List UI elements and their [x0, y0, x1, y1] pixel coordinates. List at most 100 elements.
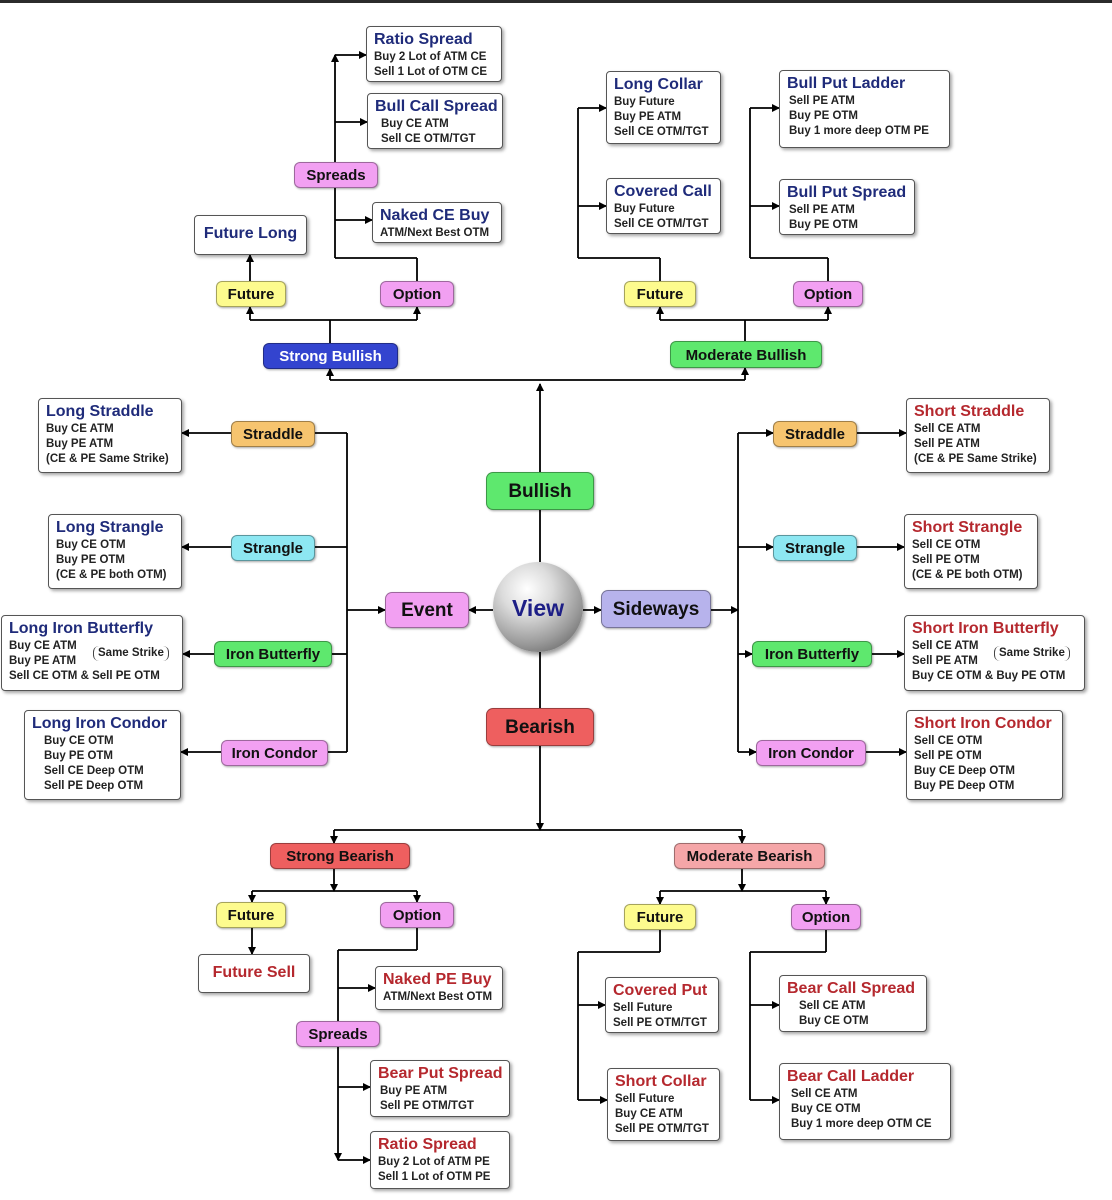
long-iron-butterfly-title: Long Iron Butterfly	[9, 620, 153, 637]
ratio-spread-ce-card[interactable]: Ratio Spread Buy 2 Lot of ATM CE Sell 1 …	[366, 26, 502, 82]
bear-call-spread-card[interactable]: Bear Call Spread Sell CE ATM Buy CE OTM	[779, 975, 927, 1032]
bull-call-spread-card[interactable]: Bull Call Spread Buy CE ATM Sell CE OTM/…	[367, 93, 503, 149]
bear-call-ladder-line-3: Buy 1 more deep OTM CE	[791, 1118, 932, 1130]
long-straddle-line-1: Buy CE ATM	[46, 423, 114, 435]
short-straddle-line-3: (CE & PE Same Strike)	[914, 453, 1037, 465]
naked-pe-buy-card[interactable]: Naked PE Buy ATM/Next Best OTM	[375, 966, 503, 1010]
sideways-iron-butterfly-node[interactable]: Iron Butterfly	[752, 641, 872, 667]
event-iron-condor-node[interactable]: Iron Condor	[221, 740, 328, 766]
ratio-spread-pe-card[interactable]: Ratio Spread Buy 2 Lot of ATM PE Sell 1 …	[370, 1131, 510, 1189]
strong-bearish-future-node[interactable]: Future	[216, 902, 286, 928]
long-strangle-line-2: Buy PE OTM	[56, 554, 126, 566]
short-strangle-line-1: Sell CE OTM	[912, 539, 981, 551]
long-iron-condor-line-2: Buy PE OTM	[44, 750, 114, 762]
long-strangle-line-1: Buy CE OTM	[56, 539, 126, 551]
strong-bearish-node[interactable]: Strong Bearish	[270, 843, 410, 869]
sideways-straddle-node[interactable]: Straddle	[773, 421, 857, 447]
moderate-bearish-node[interactable]: Moderate Bearish	[674, 843, 825, 869]
short-iron-butterfly-line-3: Buy CE OTM & Buy PE OTM	[912, 670, 1066, 682]
long-strangle-line-3: (CE & PE both OTM)	[56, 569, 167, 581]
moderate-bullish-option-node[interactable]: Option	[793, 281, 863, 307]
strong-bullish-option-node[interactable]: Option	[380, 281, 454, 307]
short-strangle-card[interactable]: Short Strangle Sell CE OTM Sell PE OTM (…	[904, 514, 1038, 589]
naked-ce-buy-title: Naked CE Buy	[380, 207, 490, 224]
sideways-iron-condor-node[interactable]: Iron Condor	[756, 740, 866, 766]
long-iron-condor-card[interactable]: Long Iron Condor Buy CE OTM Buy PE OTM S…	[24, 710, 181, 800]
bull-call-spread-title: Bull Call Spread	[375, 98, 498, 115]
bull-put-ladder-card[interactable]: Bull Put Ladder Sell PE ATM Buy PE OTM B…	[779, 70, 950, 148]
short-iron-butterfly-line-1: Sell CE ATM	[912, 640, 979, 652]
sideways-node[interactable]: Sideways	[601, 590, 711, 628]
future-sell-card[interactable]: Future Sell	[198, 954, 310, 993]
covered-call-card[interactable]: Covered Call Buy Future Sell CE OTM/TGT	[606, 178, 721, 234]
short-iron-butterfly-card[interactable]: Short Iron Butterfly Sell CE ATM Sell PE…	[904, 615, 1085, 691]
bear-put-spread-card[interactable]: Bear Put Spread Buy PE ATM Sell PE OTM/T…	[370, 1060, 510, 1117]
view-hub[interactable]: View	[493, 562, 583, 652]
long-iron-condor-title: Long Iron Condor	[32, 715, 168, 732]
long-strangle-title: Long Strangle	[56, 519, 164, 536]
long-iron-butterfly-card[interactable]: Long Iron Butterfly Buy CE ATM Buy PE AT…	[1, 615, 183, 691]
top-border	[0, 0, 1112, 3]
short-strangle-title: Short Strangle	[912, 519, 1023, 536]
strong-bullish-spreads-node[interactable]: Spreads	[294, 162, 378, 188]
covered-call-line-1: Buy Future	[614, 203, 675, 215]
long-straddle-line-3: (CE & PE Same Strike)	[46, 453, 169, 465]
event-node[interactable]: Event	[385, 592, 469, 628]
covered-put-card[interactable]: Covered Put Sell Future Sell PE OTM/TGT	[605, 977, 719, 1033]
event-straddle-node[interactable]: Straddle	[231, 421, 315, 447]
long-strangle-card[interactable]: Long Strangle Buy CE OTM Buy PE OTM (CE …	[48, 514, 182, 589]
moderate-bearish-future-node[interactable]: Future	[624, 904, 696, 930]
bearish-node[interactable]: Bearish	[486, 708, 594, 746]
bull-put-ladder-line-2: Buy PE OTM	[789, 110, 859, 122]
long-collar-line-3: Sell CE OTM/TGT	[614, 126, 709, 138]
short-collar-line-1: Sell Future	[615, 1093, 675, 1105]
event-iron-butterfly-node[interactable]: Iron Butterfly	[214, 641, 332, 667]
moderate-bullish-future-node[interactable]: Future	[624, 281, 696, 307]
short-iron-condor-line-1: Sell CE OTM	[914, 735, 983, 747]
strong-bearish-spreads-node[interactable]: Spreads	[296, 1021, 380, 1047]
short-straddle-card[interactable]: Short Straddle Sell CE ATM Sell PE ATM (…	[906, 398, 1050, 473]
bear-put-spread-line-2: Sell PE OTM/TGT	[380, 1100, 474, 1112]
bullish-node[interactable]: Bullish	[486, 472, 594, 510]
long-collar-line-2: Buy PE ATM	[614, 111, 682, 123]
bull-put-spread-title: Bull Put Spread	[787, 184, 907, 201]
short-straddle-line-2: Sell PE ATM	[914, 438, 980, 450]
bear-call-ladder-title: Bear Call Ladder	[787, 1068, 915, 1085]
long-collar-card[interactable]: Long Collar Buy Future Buy PE ATM Sell C…	[606, 71, 721, 144]
bear-call-ladder-line-1: Sell CE ATM	[791, 1088, 858, 1100]
future-long-card[interactable]: Future Long	[194, 215, 307, 255]
strong-bullish-node[interactable]: Strong Bullish	[263, 343, 398, 369]
sideways-strangle-node[interactable]: Strangle	[773, 535, 857, 561]
short-iron-butterfly-line-2: Sell PE ATM	[912, 655, 978, 667]
short-strangle-line-2: Sell PE OTM	[912, 554, 980, 566]
moderate-bearish-option-node[interactable]: Option	[791, 904, 861, 930]
strong-bearish-option-node[interactable]: Option	[380, 902, 454, 928]
short-collar-title: Short Collar	[615, 1073, 707, 1090]
bull-put-spread-card[interactable]: Bull Put Spread Sell PE ATM Buy PE OTM	[779, 179, 915, 235]
moderate-bullish-node[interactable]: Moderate Bullish	[670, 341, 822, 368]
long-straddle-title: Long Straddle	[46, 403, 154, 420]
ratio-spread-ce-line-2: Sell 1 Lot of OTM CE	[374, 66, 488, 78]
ratio-spread-pe-line-1: Buy 2 Lot of ATM PE	[378, 1156, 490, 1168]
short-iron-condor-title: Short Iron Condor	[914, 715, 1052, 732]
event-strangle-node[interactable]: Strangle	[231, 535, 315, 561]
bull-put-spread-line-1: Sell PE ATM	[789, 204, 855, 216]
short-collar-card[interactable]: Short Collar Sell Future Buy CE ATM Sell…	[607, 1068, 720, 1141]
short-iron-condor-card[interactable]: Short Iron Condor Sell CE OTM Sell PE OT…	[906, 710, 1063, 800]
covered-put-line-2: Sell PE OTM/TGT	[613, 1017, 707, 1029]
bear-call-spread-line-1: Sell CE ATM	[799, 1000, 866, 1012]
naked-pe-buy-title: Naked PE Buy	[383, 971, 492, 988]
strong-bullish-future-node[interactable]: Future	[216, 281, 286, 307]
long-straddle-card[interactable]: Long Straddle Buy CE ATM Buy PE ATM (CE …	[38, 398, 182, 473]
naked-ce-buy-card[interactable]: Naked CE Buy ATM/Next Best OTM	[372, 202, 502, 243]
bear-call-ladder-card[interactable]: Bear Call Ladder Sell CE ATM Buy CE OTM …	[779, 1063, 951, 1140]
covered-put-line-1: Sell Future	[613, 1002, 673, 1014]
bull-put-spread-line-2: Buy PE OTM	[789, 219, 859, 231]
future-long-title: Future Long	[203, 225, 298, 242]
short-straddle-title: Short Straddle	[914, 403, 1025, 420]
long-straddle-line-2: Buy PE ATM	[46, 438, 114, 450]
long-iron-butterfly-strike-note: Same Strike	[93, 646, 169, 661]
long-collar-line-1: Buy Future	[614, 96, 675, 108]
